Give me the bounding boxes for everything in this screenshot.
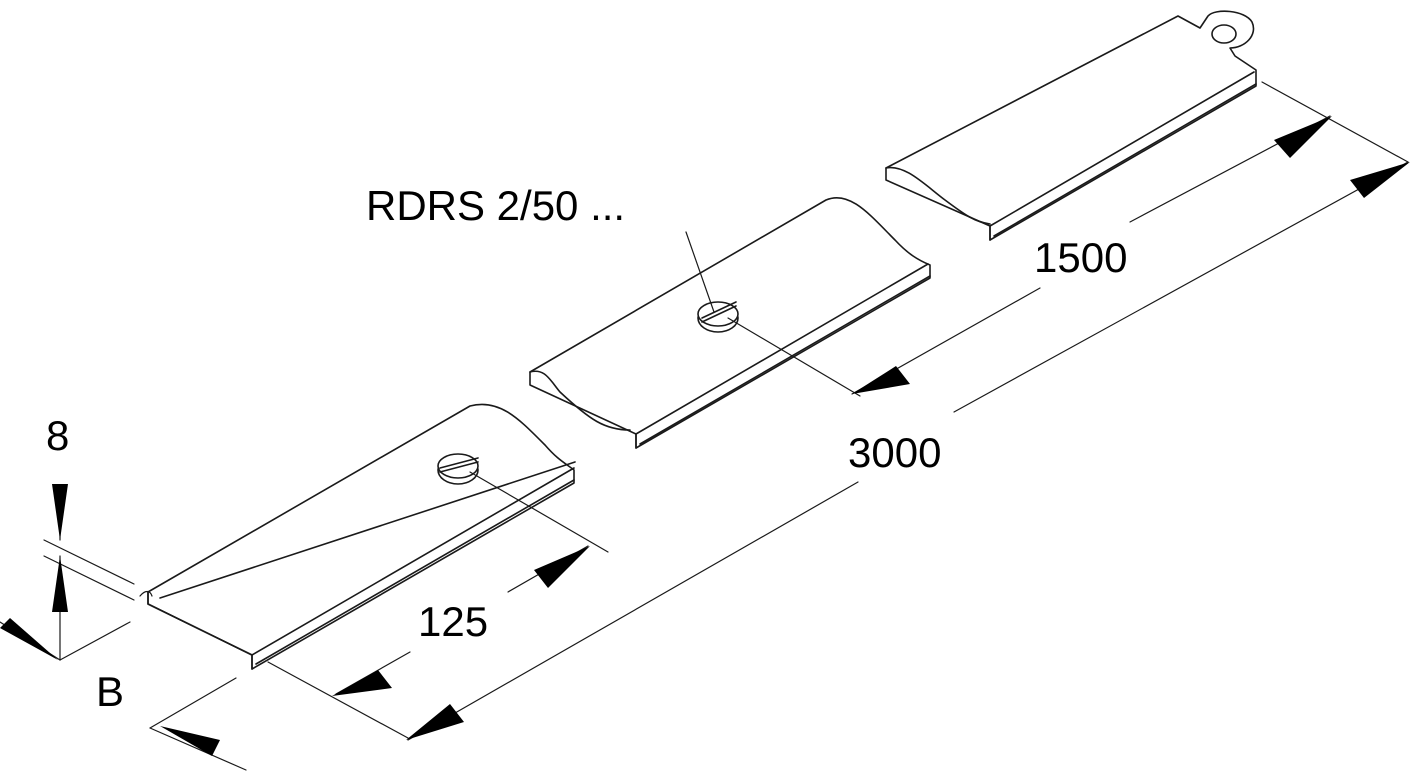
width-arrow-left <box>0 618 58 660</box>
dimension-screw-spacing-label: 125 <box>418 598 488 645</box>
half-length-arrow-left <box>852 366 910 394</box>
part-number-label: RDRS 2/50 ... <box>366 182 625 229</box>
height-arrow-top <box>52 484 68 540</box>
total-length-arrow-right <box>1350 162 1410 198</box>
dimension-half-length-label: 1500 <box>1034 234 1127 281</box>
strip-segment-rear <box>885 10 1257 241</box>
screw-head-middle <box>697 301 739 333</box>
dimension-screw-spacing <box>267 471 609 739</box>
screw-spacing-arrow-left <box>332 670 392 696</box>
dimension-total-length <box>406 161 1410 741</box>
callout-leader <box>685 231 715 313</box>
strip-segment-front <box>139 403 576 670</box>
screw-spacing-arrow-right <box>534 546 590 588</box>
dimension-half-length <box>727 81 1409 397</box>
dimension-total-length-label: 3000 <box>848 429 941 476</box>
dimension-width-label: B <box>96 668 124 715</box>
half-length-arrow-right <box>1274 116 1332 158</box>
screw-head-front <box>437 453 479 485</box>
dimension-height <box>43 484 135 661</box>
width-arrow-right <box>160 726 220 756</box>
total-length-arrow-left <box>406 704 464 740</box>
dimension-width <box>0 618 247 771</box>
dimension-height-label: 8 <box>46 412 69 459</box>
height-arrow-bottom <box>52 556 68 612</box>
